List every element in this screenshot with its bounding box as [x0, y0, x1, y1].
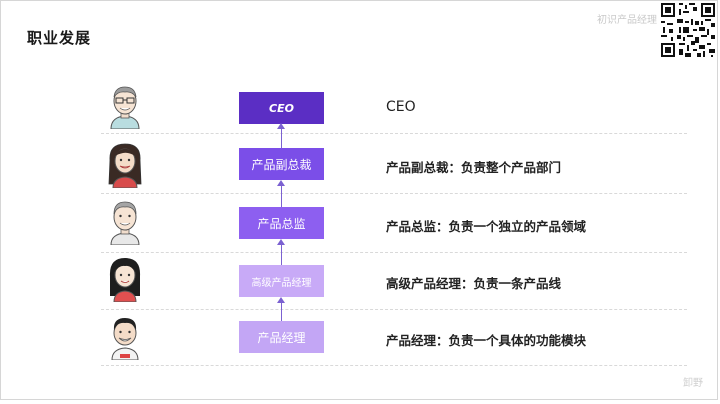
- level-desc-director: 产品总监：负责一个独立的产品领域: [386, 219, 587, 234]
- arrow-up-icon: [277, 123, 285, 148]
- arrow-up-icon: [277, 239, 285, 265]
- brand-watermark-bottom: 卸野: [683, 378, 703, 389]
- qr-code-icon: [659, 1, 717, 59]
- arrow-up-icon: [277, 297, 285, 321]
- avatar-man-gray-hair-icon: [110, 201, 140, 245]
- row-divider: [101, 309, 687, 310]
- level-box-vp: 产品副总裁: [239, 148, 324, 180]
- row-divider: [101, 193, 687, 194]
- level-box-pm: 产品经理: [239, 321, 324, 353]
- avatar-man-glasses-icon: [110, 86, 140, 129]
- brand-watermark-top: 初识产品经理: [597, 15, 657, 26]
- level-box-ceo: CEO: [239, 92, 324, 124]
- arrow-up-icon: [277, 180, 285, 207]
- page-title: 职业发展: [27, 29, 92, 47]
- level-desc-vp: 产品副总裁：负责整个产品部门: [386, 160, 562, 175]
- level-box-director: 产品总监: [239, 207, 324, 239]
- row-divider: [101, 252, 687, 253]
- level-desc-ceo: CEO: [386, 99, 416, 115]
- avatar-man-young-icon: [111, 318, 139, 360]
- avatar-woman-long-hair-icon: [108, 143, 142, 188]
- level-desc-pm: 产品经理：负责一个具体的功能模块: [386, 333, 587, 348]
- row-divider: [101, 133, 687, 134]
- level-desc-senior-pm: 高级产品经理：负责一条产品线: [386, 276, 562, 291]
- row-divider: [101, 365, 687, 366]
- avatar-woman-black-hair-icon: [109, 258, 141, 302]
- level-box-senior-pm: 高级产品经理: [239, 265, 324, 297]
